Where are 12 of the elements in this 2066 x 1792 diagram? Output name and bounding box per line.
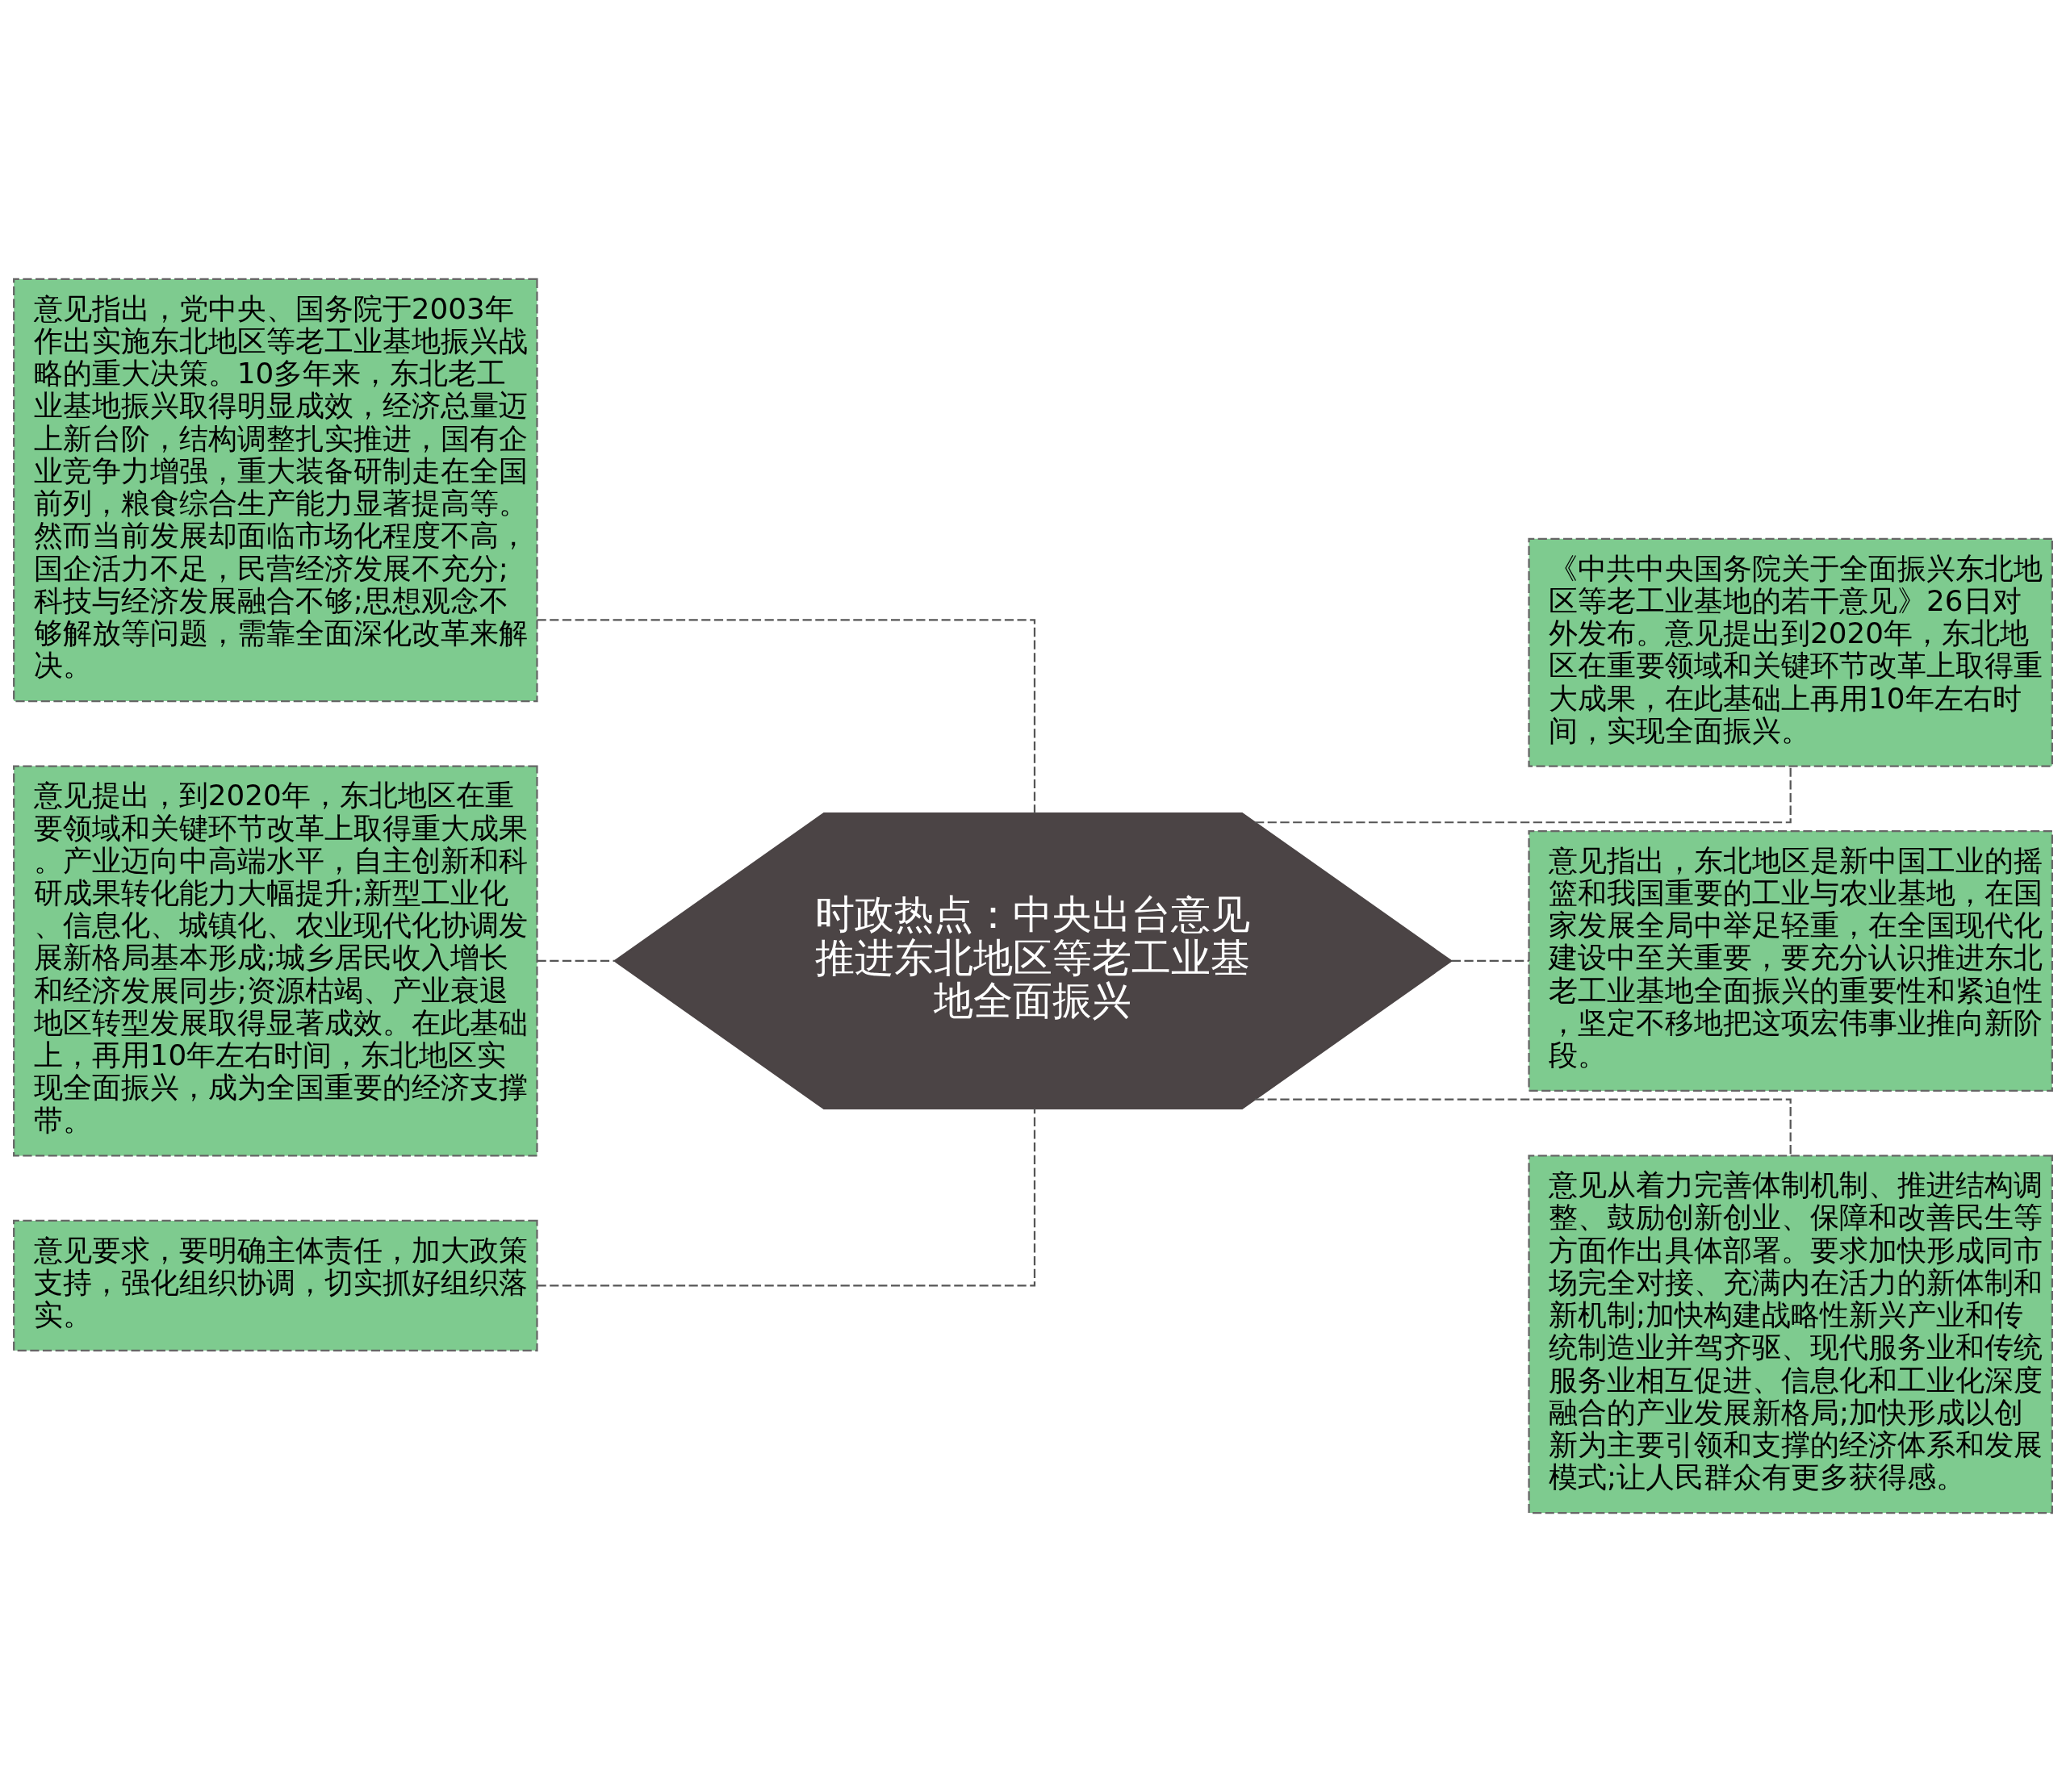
node-box: 意见提出，到2020年，东北地区在重要领域和关键环节改革上取得重大成果。产业迈向中高端水平，自主创新和科研成果转化能力大幅提升;新型工业化、信息化、城镇化、农业现代化协调发展新格局基本形成;城乡居民收入增长和经济发展同步;资源枯竭、产业衰退地区转型发展取得显著成效。在此基础上，再用10年左右时间，东北地区实现全面振兴，成为全国重要的经济支撑带。 <box>13 765 538 1157</box>
node-box: 意见指出，东北地区是新中国工业的摇篮和我国重要的工业与农业基地，在国家发展全局中举足轻重，在全国现代化建设中至关重要，要充分认识推进东北老工业基地全面振兴的重要性和紧迫性，坚定不移地把这项宏伟事业推向新阶段。 <box>1528 829 2053 1092</box>
node-box: 意见从着力完善体制机制、推进结构调整、鼓励创新创业、保障和改善民生等方面作出具体部署。要求加快形成同市场完全对接、充满内在活力的新体制和新机制;加快构建战略性新兴产业和传统制造业并驾齐驱、现代服务业和传统服务业相互促进、信息化和工业化深度融合的产业发展新格局;加快形成以创新为主要引领和支撑的经济体系和发展模式;让人民群众有更多获得感。 <box>1528 1155 2053 1514</box>
node-box: 意见要求，要明确主体责任，加大政策支持，强化组织协调，切实抓好组织落实。 <box>13 1219 538 1351</box>
connector <box>537 959 615 963</box>
node-box: 《中共中央国务院关于全面振兴东北地区等老工业基地的若干意见》26日对外发布。意见提出到2020年，东北地区在重要领域和关键环节改革上取得重大成果，在此基础上再用10年左右时间，实现全面振兴。 <box>1528 537 2053 767</box>
connector <box>1255 1098 1792 1155</box>
connector <box>1451 959 1529 963</box>
connector <box>537 1108 1036 1287</box>
connector <box>537 619 1036 814</box>
connector <box>1255 766 1792 824</box>
node-box: 意见指出，党中央、国务院于2003年作出实施东北地区等老工业基地振兴战略的重大决策。10多年来，东北老工业基地振兴取得明显成效，经济总量迈上新台阶，结构调整扎实推进，国有企业竞争力增强，重大装备研制走在全国前列，粮食综合生产能力显著提高等。然而当前发展却面临市场化程度不高，国企活力不足，民营经济发展不充分;科技与经济发展融合不够;思想观念不够解放等问题，需靠全面深化改革来解决。 <box>13 278 538 703</box>
